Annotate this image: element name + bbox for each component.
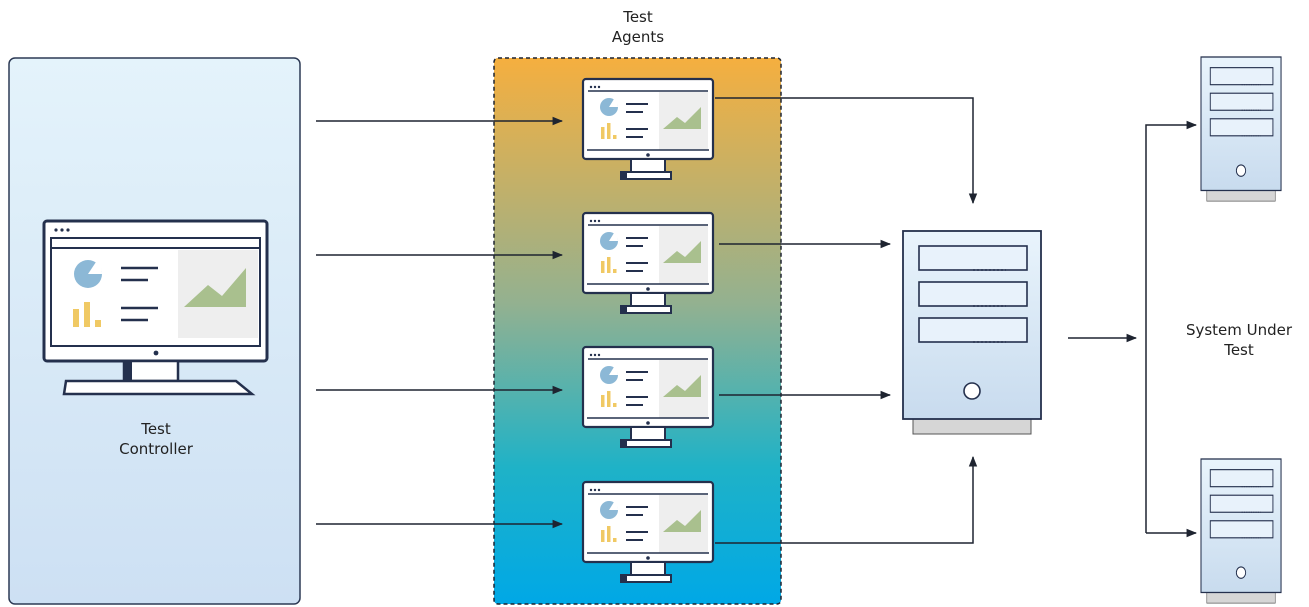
controller-monitor-icon [42, 219, 269, 396]
sut-label-line1: System Under [1186, 321, 1293, 339]
controller-label-line2: Controller [119, 440, 194, 458]
sut-branch-arrow-icon [1145, 120, 1198, 338]
agents-label-line1: Test [622, 8, 653, 26]
test-agents-group [493, 57, 782, 605]
controller-label-line1: Test [140, 420, 171, 438]
sut-server-bottom-icon [1200, 458, 1282, 604]
sut-server-top-icon [1200, 56, 1282, 202]
agents-label-line2: Agents [612, 28, 664, 46]
agent-to-server-arrow-icon [715, 455, 978, 544]
central-server-icon [902, 230, 1042, 435]
agent-to-server-arrow-icon [715, 97, 978, 205]
sut-label-line2: Test [1223, 341, 1254, 359]
